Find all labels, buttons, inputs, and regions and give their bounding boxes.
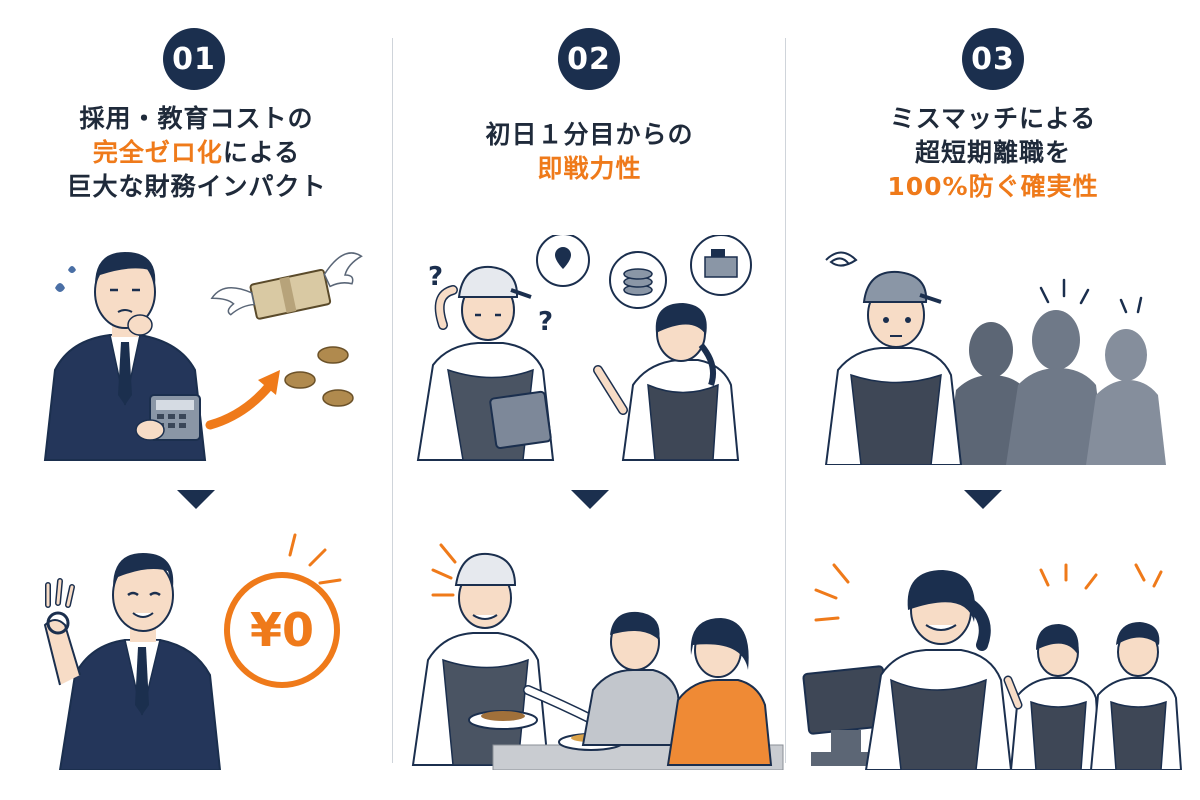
panel-heading: ミスマッチによる 超短期離職を 100%防ぐ確実性 bbox=[786, 102, 1200, 204]
heading-line-3: 巨大な財務インパクト bbox=[66, 172, 327, 201]
svg-text:?: ? bbox=[428, 262, 443, 292]
confused-worker-illustration: ? ? bbox=[416, 235, 752, 461]
ok-businessman-illustration bbox=[43, 533, 342, 770]
worried-businessman-illustration bbox=[43, 252, 363, 461]
anxious-worker-illustration bbox=[824, 251, 1166, 465]
panel-02: 02 初日１分目からの 即戦力性 ? ? bbox=[393, 0, 786, 800]
step-number-badge: 02 bbox=[558, 28, 620, 90]
happy-team-illustration bbox=[802, 563, 1183, 770]
down-arrow-icon bbox=[177, 490, 215, 509]
panel-heading: 初日１分目からの 即戦力性 bbox=[393, 118, 786, 186]
divider bbox=[785, 38, 786, 763]
panel-01: 01 採用・教育コストの 完全ゼロ化による 巨大な財務インパクト bbox=[0, 0, 393, 800]
heading-line-1: ミスマッチによる bbox=[889, 104, 1097, 133]
step-number-badge: 01 bbox=[163, 28, 225, 90]
serving-customers-illustration bbox=[411, 543, 784, 770]
svg-text:?: ? bbox=[538, 307, 553, 337]
heading-line-1: 採用・教育コストの bbox=[79, 104, 314, 133]
heading-line-2-rest: による bbox=[222, 138, 301, 167]
heading-line-2: 超短期離職を bbox=[914, 138, 1071, 167]
step-number-badge: 03 bbox=[962, 28, 1024, 90]
heading-highlight: 即戦力性 bbox=[537, 154, 642, 183]
heading-line-2: 完全ゼロ化による bbox=[0, 136, 393, 170]
zero-yen-label: ¥0 bbox=[249, 603, 314, 657]
panel-03: 03 ミスマッチによる 超短期離職を 100%防ぐ確実性 bbox=[786, 0, 1200, 800]
heading-highlight: 100%防ぐ確実性 bbox=[887, 172, 1099, 201]
heading-highlight: 完全ゼロ化 bbox=[92, 138, 223, 167]
heading-line-1: 初日１分目からの bbox=[485, 120, 694, 149]
divider bbox=[392, 38, 393, 763]
down-arrow-icon bbox=[571, 490, 609, 509]
down-arrow-icon bbox=[964, 490, 1002, 509]
panel-heading: 採用・教育コストの 完全ゼロ化による 巨大な財務インパクト bbox=[0, 102, 393, 204]
